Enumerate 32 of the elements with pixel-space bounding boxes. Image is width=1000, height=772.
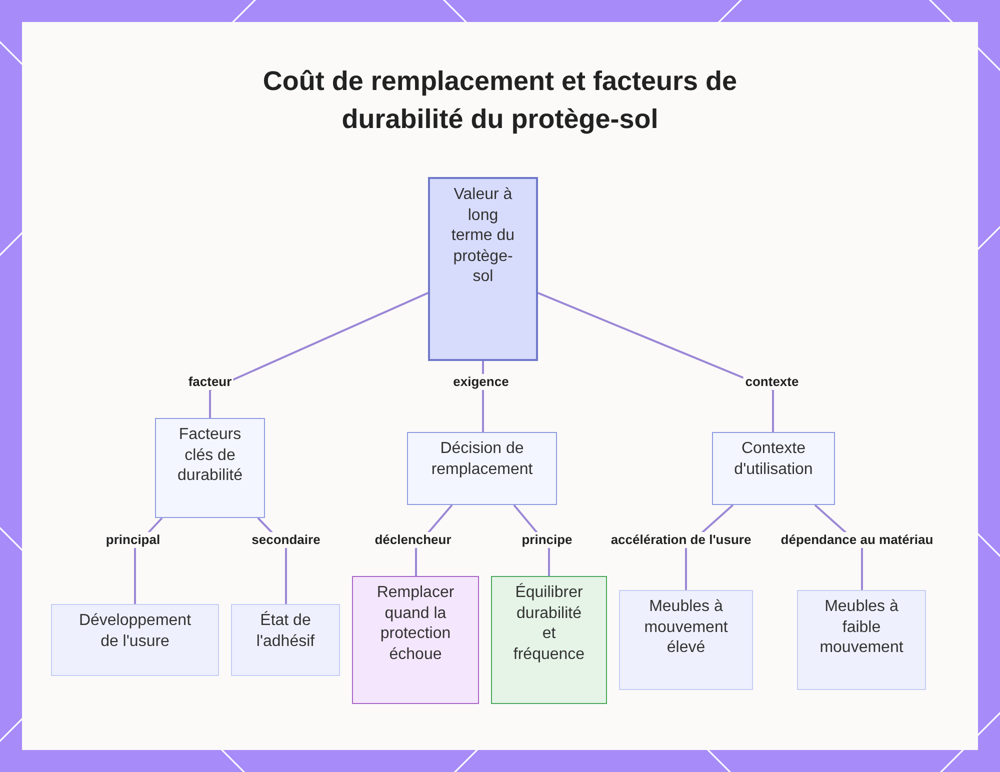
node-text: Meubles à faible mouvement: [818, 597, 904, 658]
edge-label: facteur: [186, 374, 234, 390]
node-text: Contexte d'utilisation: [733, 439, 814, 480]
category-box: [155, 418, 265, 518]
item-box: [619, 590, 753, 690]
node-text: Équilibrer durabilité et fréquence: [512, 583, 586, 664]
item-box: [51, 604, 219, 676]
node-text: Développement de l'usure: [78, 611, 192, 652]
node-text: Meubles à mouvement élevé: [643, 597, 729, 658]
node-text: Remplacer quand la protection échoue: [376, 583, 456, 664]
node-text: État de l'adhésif: [255, 611, 316, 652]
item-box: [491, 576, 607, 704]
item-box: [231, 604, 340, 676]
category-box: [712, 432, 835, 505]
edge-label: principal: [104, 532, 162, 548]
edge-label: principe: [520, 532, 574, 548]
concept-box: [428, 177, 538, 361]
diagram-title: Coût de remplacement et facteurs de durabilité du protège-sol: [262, 65, 738, 136]
edge-label: exigence: [451, 374, 511, 390]
edge-label: déclencheur: [372, 532, 454, 548]
edge-label: contexte: [743, 374, 801, 390]
edge-label: dépendance au matériau: [778, 532, 936, 548]
category-box: [407, 432, 557, 505]
connector-line: [209, 292, 428, 418]
item-box: [797, 590, 926, 690]
node-text: Décision de remplacement: [430, 439, 534, 480]
edge-label: accélération de l'usure: [608, 532, 754, 548]
connector-line: [538, 292, 774, 432]
node-text: Facteurs clés de durabilité: [176, 425, 244, 486]
node-text: Valeur à long terme du protège-sol: [450, 185, 516, 287]
edge-label: secondaire: [250, 532, 322, 548]
item-box: [352, 576, 479, 704]
